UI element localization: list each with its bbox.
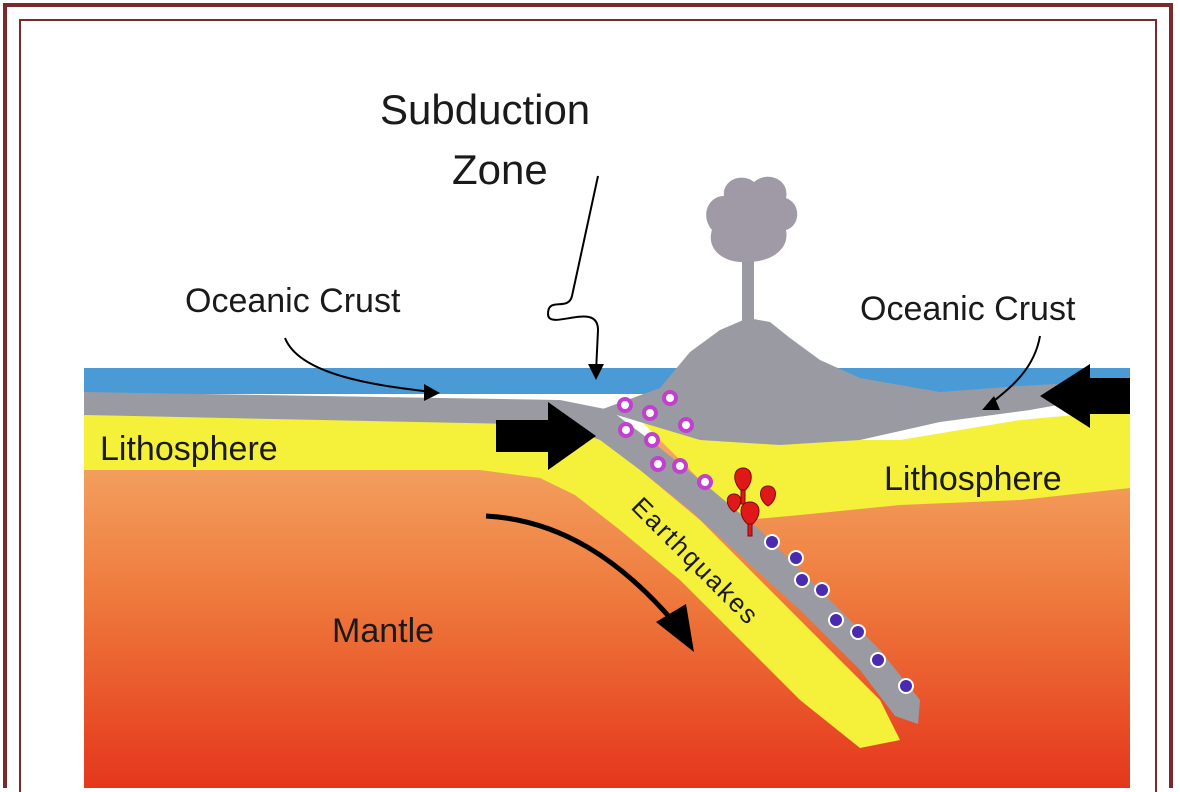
deep-earthquakes — [764, 534, 914, 694]
quake-dot — [697, 474, 713, 490]
overriding-crust — [600, 318, 1130, 445]
quake-dot — [870, 652, 886, 668]
magma-stem — [740, 489, 746, 505]
magma-stem — [747, 523, 753, 537]
left-crust-label: Oceanic Crust — [185, 282, 401, 320]
quake-dot — [617, 397, 633, 413]
magma-drop — [726, 493, 742, 513]
right-lithosphere-label: Lithosphere — [884, 460, 1062, 498]
quake-dot — [764, 534, 780, 550]
quake-dot — [788, 550, 804, 566]
zone-pointer-head — [588, 364, 604, 380]
quake-dot — [678, 417, 694, 433]
quake-dot — [650, 456, 666, 472]
right-crust-pointer-head — [982, 396, 1000, 410]
shallow-earthquakes — [617, 390, 713, 490]
quake-dot — [814, 582, 830, 598]
left-lithosphere — [84, 400, 900, 748]
mantle-flow-arrowhead — [656, 604, 694, 652]
volcano-vent — [742, 250, 754, 322]
quake-dot — [794, 572, 810, 588]
quake-dot — [672, 458, 688, 474]
subducting-crust — [84, 392, 920, 724]
right-crust-label: Oceanic Crust — [860, 290, 1076, 328]
quake-dot — [618, 422, 634, 438]
quake-dot — [642, 405, 658, 421]
left-lithosphere-label: Lithosphere — [100, 430, 278, 468]
title-line-1: Subduction — [380, 86, 590, 133]
quake-dot — [898, 678, 914, 694]
mantle-label: Mantle — [332, 612, 434, 650]
quake-dot — [644, 432, 660, 448]
inner-frame — [19, 19, 1157, 792]
quake-dot — [662, 390, 678, 406]
left-crust-pointer — [284, 337, 433, 393]
right-crust-pointer — [989, 335, 1041, 405]
magma-drop — [760, 485, 776, 507]
quake-dot — [850, 624, 866, 640]
right-push-arrow — [1040, 364, 1130, 428]
title-line-2: Zone — [452, 146, 548, 193]
left-push-arrow — [496, 402, 596, 470]
ocean-water — [84, 368, 1130, 394]
volcano-plume — [706, 176, 798, 263]
mantle-flow-arrow — [485, 513, 674, 622]
magma-droplets — [726, 467, 776, 537]
zone-pointer — [546, 175, 600, 373]
quake-dot — [828, 612, 844, 628]
left-crust-pointer-head — [424, 384, 440, 401]
